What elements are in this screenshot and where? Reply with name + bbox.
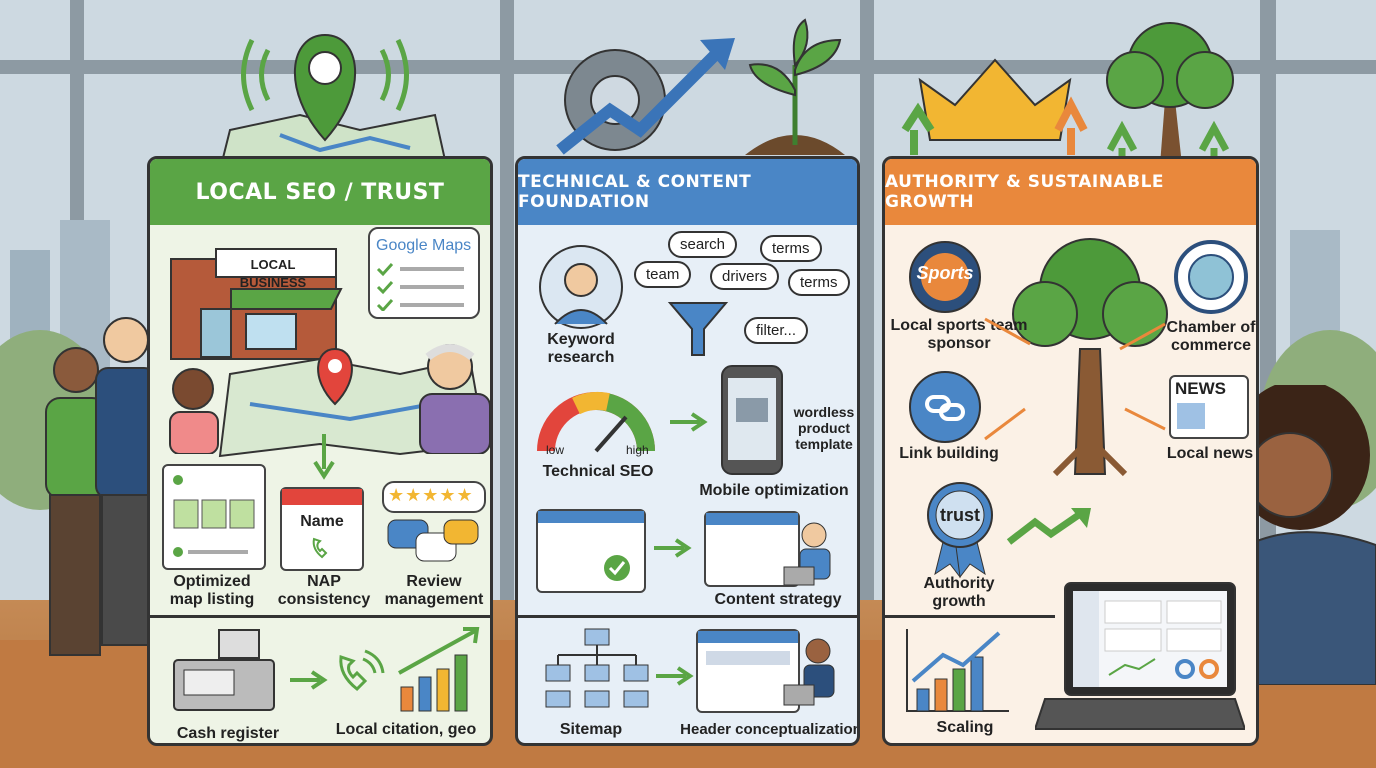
- section-divider: [885, 615, 1055, 618]
- local-news-label: Local news: [1166, 445, 1254, 462]
- authority-growth-label: Authority growth: [923, 575, 995, 610]
- local-seo-panel: LOCAL SEO / TRUST LOCAL BUSINESS Google …: [147, 156, 493, 746]
- map-pin-icon: [219, 33, 447, 168]
- gauge-high-label: high: [626, 443, 649, 457]
- rooted-tree-icon: [1012, 238, 1168, 477]
- storefront-icon: [170, 248, 343, 360]
- bottom-label-cash-register: Cash register: [176, 725, 280, 742]
- speed-gauge-icon: [537, 391, 655, 453]
- section-divider: [150, 615, 490, 618]
- content-strategy-label: Content strategy: [714, 591, 842, 608]
- keyword-bubble: drivers: [710, 263, 780, 290]
- nap-calendar-card: Name: [280, 487, 364, 571]
- chamber-label: Chamber of commerce: [1166, 319, 1256, 354]
- older-man-illustration: [419, 344, 490, 454]
- keyword-bubble: terms: [760, 235, 822, 262]
- bottom-label-scaling: Scaling: [936, 719, 994, 736]
- nap-name-text: Name: [300, 513, 344, 530]
- chat-bubbles-icon: [387, 519, 479, 562]
- gear-growth-arrow-icon: [556, 38, 735, 155]
- panel-title: AUTHORITY & SUSTAINABLE GROWTH: [885, 159, 1256, 225]
- item-label-review: Review management: [384, 573, 484, 608]
- technical-content-panel: TECHNICAL & CONTENT FOUNDATION Keyword r…: [515, 156, 860, 746]
- browser-check-card: [536, 509, 646, 593]
- google-maps-card: Google Maps: [368, 227, 480, 319]
- checkmark-icon: [604, 555, 630, 581]
- review-stars-card: ★★★★★: [382, 481, 486, 513]
- technical-seo-label: Technical SEO: [542, 463, 654, 480]
- trust-badge-text: trust: [940, 505, 980, 525]
- growth-bar-chart-icon: [398, 627, 480, 712]
- funnel-icon: [667, 302, 729, 356]
- bottom-label-local-citation: Local citation, geo: [335, 721, 477, 738]
- arrow-down-icon: [313, 434, 335, 480]
- gauge-low-label: low: [546, 443, 565, 457]
- chain-link-globe-icon: [909, 371, 981, 443]
- mobile-optimization-label: Mobile optimization: [699, 482, 849, 499]
- keyword-bubble: team: [634, 261, 692, 288]
- bottom-label-header: Header conceptualization: [680, 721, 860, 738]
- man-at-laptop-icon: [783, 638, 835, 706]
- item-label-map-listing: Optimized map listing: [169, 573, 255, 608]
- five-star-icon: ★★★★★: [388, 485, 474, 505]
- family-illustration: [45, 317, 157, 656]
- arrow-right-icon: [654, 538, 692, 558]
- woman-at-laptop-icon: [783, 522, 831, 586]
- panel-title: TECHNICAL & CONTENT FOUNDATION: [518, 159, 857, 225]
- trend-arrow-icon: [1006, 508, 1091, 545]
- keyword-research-label: Keyword research: [547, 331, 615, 366]
- phone-icon: [312, 537, 328, 559]
- map-listing-icon: [173, 475, 255, 557]
- template-label: wordless product template: [793, 404, 855, 452]
- smartphone-icon: [721, 365, 783, 475]
- connector-arrows-icon: [984, 317, 1166, 441]
- sprout-icon: [745, 18, 845, 155]
- arrow-right-icon: [290, 670, 328, 690]
- man-avatar-icon: [539, 245, 623, 329]
- shop-sign-text: LOCAL BUSINESS: [239, 257, 307, 290]
- keyword-bubble: terms: [788, 269, 850, 296]
- chamber-seal-icon: [1174, 240, 1248, 314]
- cash-register-icon: [173, 629, 275, 711]
- sitemap-icon: [545, 628, 649, 708]
- girl-illustration: [169, 368, 219, 454]
- news-icon-text: NEWS: [1175, 379, 1226, 398]
- map-with-pin-icon: [218, 347, 487, 458]
- tree-icon: [1106, 22, 1234, 170]
- sports-logo-text: Sports: [916, 263, 974, 283]
- map-listing-card: [162, 464, 266, 570]
- phone-call-icon: [339, 649, 385, 691]
- arrow-right-icon: [656, 666, 694, 686]
- bottom-label-sitemap: Sitemap: [559, 721, 623, 738]
- section-divider: [518, 615, 857, 618]
- sports-sponsor-label: Local sports team sponsor: [890, 317, 1028, 352]
- keyword-bubble: filter...: [744, 317, 809, 344]
- laptop-dashboard-icon: [1035, 582, 1245, 730]
- newspaper-icon: NEWS: [1169, 375, 1249, 439]
- header-browser-card: [696, 629, 800, 713]
- checklist-icon: [376, 262, 464, 311]
- scaling-chart-icon: [906, 629, 1009, 712]
- arrow-right-icon: [670, 412, 708, 432]
- panel-title: LOCAL SEO / TRUST: [150, 159, 490, 225]
- authority-growth-panel: AUTHORITY & SUSTAINABLE GROWTH Sports Lo…: [882, 156, 1259, 746]
- crown-icon: [901, 58, 1088, 155]
- keyword-bubble: search: [668, 231, 738, 258]
- google-maps-label: Google Maps: [376, 237, 472, 254]
- sports-badge-icon: [909, 241, 981, 313]
- item-label-nap: NAP consistency: [277, 573, 371, 608]
- link-building-label: Link building: [899, 445, 999, 462]
- trust-ribbon-icon: [927, 482, 993, 579]
